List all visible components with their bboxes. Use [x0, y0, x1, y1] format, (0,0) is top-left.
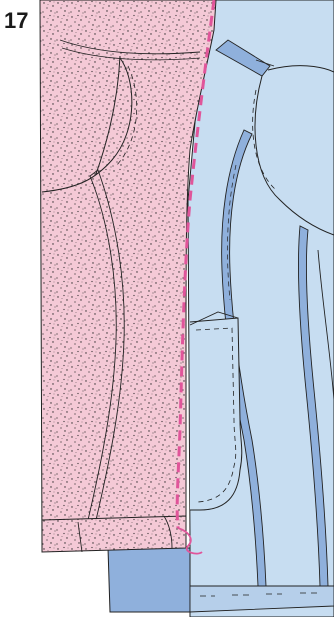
- lining-panel: [188, 0, 334, 617]
- lining-lower-strip: [108, 548, 190, 612]
